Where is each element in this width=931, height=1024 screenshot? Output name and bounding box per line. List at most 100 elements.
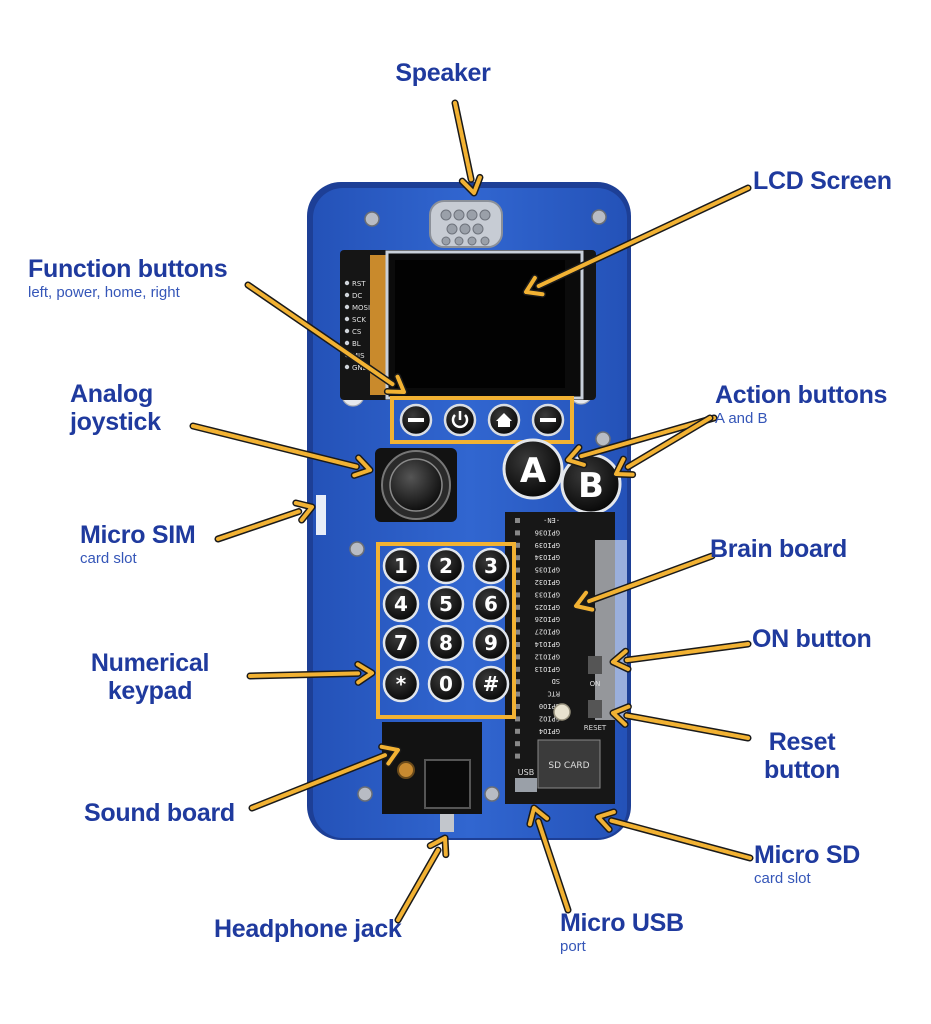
function-button-left[interactable] — [399, 403, 433, 437]
reset-label: RESET — [584, 724, 607, 732]
brain-pin-label: GPIO32 — [535, 578, 560, 586]
keypad-key-7[interactable]: 7 — [382, 624, 420, 662]
label-usb-text: Micro USB — [560, 909, 684, 937]
brain-pin — [515, 629, 520, 635]
keypad-key-label: # — [483, 672, 500, 696]
keypad-key-5[interactable]: 5 — [427, 585, 465, 623]
label-brain-board: Brain board — [710, 535, 847, 564]
brain-pin — [515, 542, 520, 548]
keypad-key-label: 8 — [439, 631, 453, 655]
screws — [349, 209, 611, 802]
label-micro-sim: Micro SIM card slot — [80, 521, 196, 567]
keypad-key-8[interactable]: 8 — [427, 624, 465, 662]
brain-pin-label: GPIO33 — [535, 590, 560, 598]
label-action-text: Action buttons — [715, 381, 888, 409]
function-buttons — [390, 396, 574, 444]
keypad-key-label: 2 — [439, 554, 453, 578]
label-joystick-line1: Analog — [70, 380, 153, 408]
brain-pin-labels: -EN-GPIO36GPIO39GPIO34GPIO35GPIO32GPIO33… — [515, 516, 560, 760]
label-reset-line2: button — [764, 755, 840, 784]
keypad-key-3[interactable]: 3 — [472, 547, 510, 585]
keypad-key-cap — [382, 624, 420, 662]
micro-usb-port — [515, 778, 537, 792]
action-button-b[interactable]: B — [560, 453, 622, 515]
keypad-key-label: 7 — [394, 631, 408, 655]
function-button-home[interactable] — [487, 403, 521, 437]
sound-board — [382, 722, 482, 832]
brain-pin-label: -EN- — [543, 516, 560, 524]
arrow-headphone — [394, 834, 450, 924]
keypad-key-cap — [472, 585, 510, 623]
keypad-key-label: * — [396, 672, 407, 696]
function-button-power[interactable] — [443, 403, 477, 437]
brain-pin — [515, 604, 520, 610]
on-button[interactable] — [588, 656, 602, 674]
brain-pin — [515, 592, 520, 598]
arrow-function — [244, 281, 408, 396]
keypad-key-hash[interactable]: # — [472, 665, 510, 703]
arrow-on — [609, 640, 752, 673]
keypad-key-4[interactable]: 4 — [382, 585, 420, 623]
clear-side — [595, 540, 627, 720]
home-icon — [496, 413, 512, 427]
callout-arrows — [189, 99, 754, 924]
reset-button[interactable] — [588, 700, 602, 718]
lcd-pin-label: MIS — [352, 352, 365, 360]
arrow-brain — [572, 552, 716, 614]
arrow-lcd — [522, 184, 752, 298]
lcd-pin — [344, 316, 350, 322]
label-headphone-text: Headphone jack — [214, 915, 402, 943]
headphone-jack — [424, 759, 471, 809]
label-sound-text: Sound board — [84, 799, 235, 827]
brain-pin — [515, 704, 520, 709]
brain-pin-label: GPIO25 — [535, 603, 560, 611]
keypad-key-6[interactable]: 6 — [472, 585, 510, 623]
keypad-key-star[interactable]: * — [382, 665, 420, 703]
brain-pin — [515, 617, 520, 623]
action-button-a[interactable]: A — [502, 438, 564, 500]
brain-pin-label: GPIO35 — [535, 566, 560, 574]
label-function-sub: left, power, home, right — [28, 283, 180, 301]
keypad-key-cap — [427, 665, 465, 703]
action-b-label: B — [578, 466, 604, 506]
arrow-action-a — [564, 414, 718, 469]
brain-pin — [515, 679, 520, 685]
keypad-key-label: 6 — [484, 592, 498, 616]
brain-pin-label: GPIO12 — [535, 652, 560, 660]
lcd-pin-label: DC — [352, 292, 362, 300]
keypad-key-cap — [427, 547, 465, 585]
brain-pin-label: GPIO13 — [535, 665, 560, 673]
brain-pin — [515, 518, 520, 523]
function-button-right[interactable] — [531, 403, 565, 437]
keypad-key-cap — [472, 624, 510, 662]
keypad-key-9[interactable]: 9 — [472, 624, 510, 662]
brain-pin — [515, 753, 520, 759]
brain-pin — [515, 666, 520, 672]
label-brain-text: Brain board — [710, 535, 847, 563]
keypad-key-cap — [472, 547, 510, 585]
brain-pin — [515, 654, 520, 660]
arrow-micro-sd — [594, 808, 754, 862]
keypad-key-2[interactable]: 2 — [427, 547, 465, 585]
micro-sim-slot — [316, 495, 326, 535]
brain-pin-label: GPIO0 — [539, 702, 560, 710]
label-lcd-text: LCD Screen — [753, 167, 892, 195]
label-keypad-line1: Numerical — [90, 649, 210, 677]
brain-pin-label: GPIO4 — [539, 727, 560, 735]
label-on-text: ON button — [752, 625, 872, 653]
keypad-key-0[interactable]: 0 — [427, 665, 465, 703]
on-label: ON — [590, 680, 601, 688]
brain-pin — [515, 555, 520, 561]
label-micro-sd: Micro SD card slot — [754, 841, 860, 887]
arrow-action-b — [612, 414, 714, 479]
keypad-key-cap — [427, 624, 465, 662]
brain-pin-label: GPIO14 — [535, 640, 560, 648]
label-numerical-keypad: Numerical keypad — [60, 649, 240, 705]
analog-joystick[interactable] — [375, 448, 457, 522]
keypad-key-1[interactable]: 1 — [382, 547, 420, 585]
lcd-pin-label: GND — [352, 364, 368, 372]
